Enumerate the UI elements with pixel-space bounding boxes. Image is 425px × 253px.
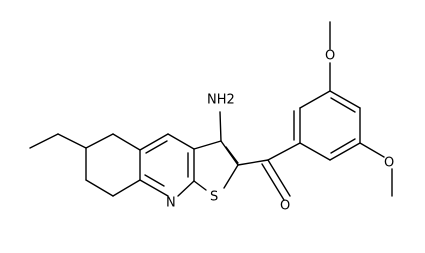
bond xyxy=(144,174,165,187)
bond xyxy=(112,179,141,197)
nitrogen-label: N xyxy=(166,196,176,211)
bond xyxy=(267,159,291,197)
bond xyxy=(57,133,87,149)
bond xyxy=(193,140,222,150)
bond xyxy=(85,133,114,149)
bond xyxy=(112,133,141,151)
amine-label: NH2 xyxy=(207,93,235,108)
bond xyxy=(29,133,59,149)
bond xyxy=(145,140,168,154)
bond xyxy=(330,97,356,113)
bond xyxy=(220,140,239,166)
bond xyxy=(299,90,331,109)
bond xyxy=(177,180,195,197)
bond-skeleton xyxy=(29,21,393,201)
sulfur-label: S xyxy=(210,190,218,205)
atom-labels: NH2 S N O O O xyxy=(166,49,394,214)
bond xyxy=(167,133,195,150)
bond xyxy=(139,179,169,197)
bond xyxy=(267,142,301,161)
bond xyxy=(329,142,361,161)
bond xyxy=(139,133,169,151)
bond xyxy=(85,179,114,197)
bond xyxy=(261,163,285,201)
bond xyxy=(225,146,239,164)
bond xyxy=(219,111,222,142)
bond xyxy=(299,142,331,161)
bond xyxy=(329,90,361,109)
methoxy-top-oxygen-label: O xyxy=(325,49,335,64)
bond xyxy=(237,159,269,166)
bond xyxy=(330,138,356,154)
carbonyl-oxygen-label: O xyxy=(280,199,290,214)
methoxy-bottom-oxygen-label: O xyxy=(384,156,394,171)
bond xyxy=(193,180,207,191)
bond xyxy=(359,142,385,158)
bond xyxy=(223,164,239,189)
